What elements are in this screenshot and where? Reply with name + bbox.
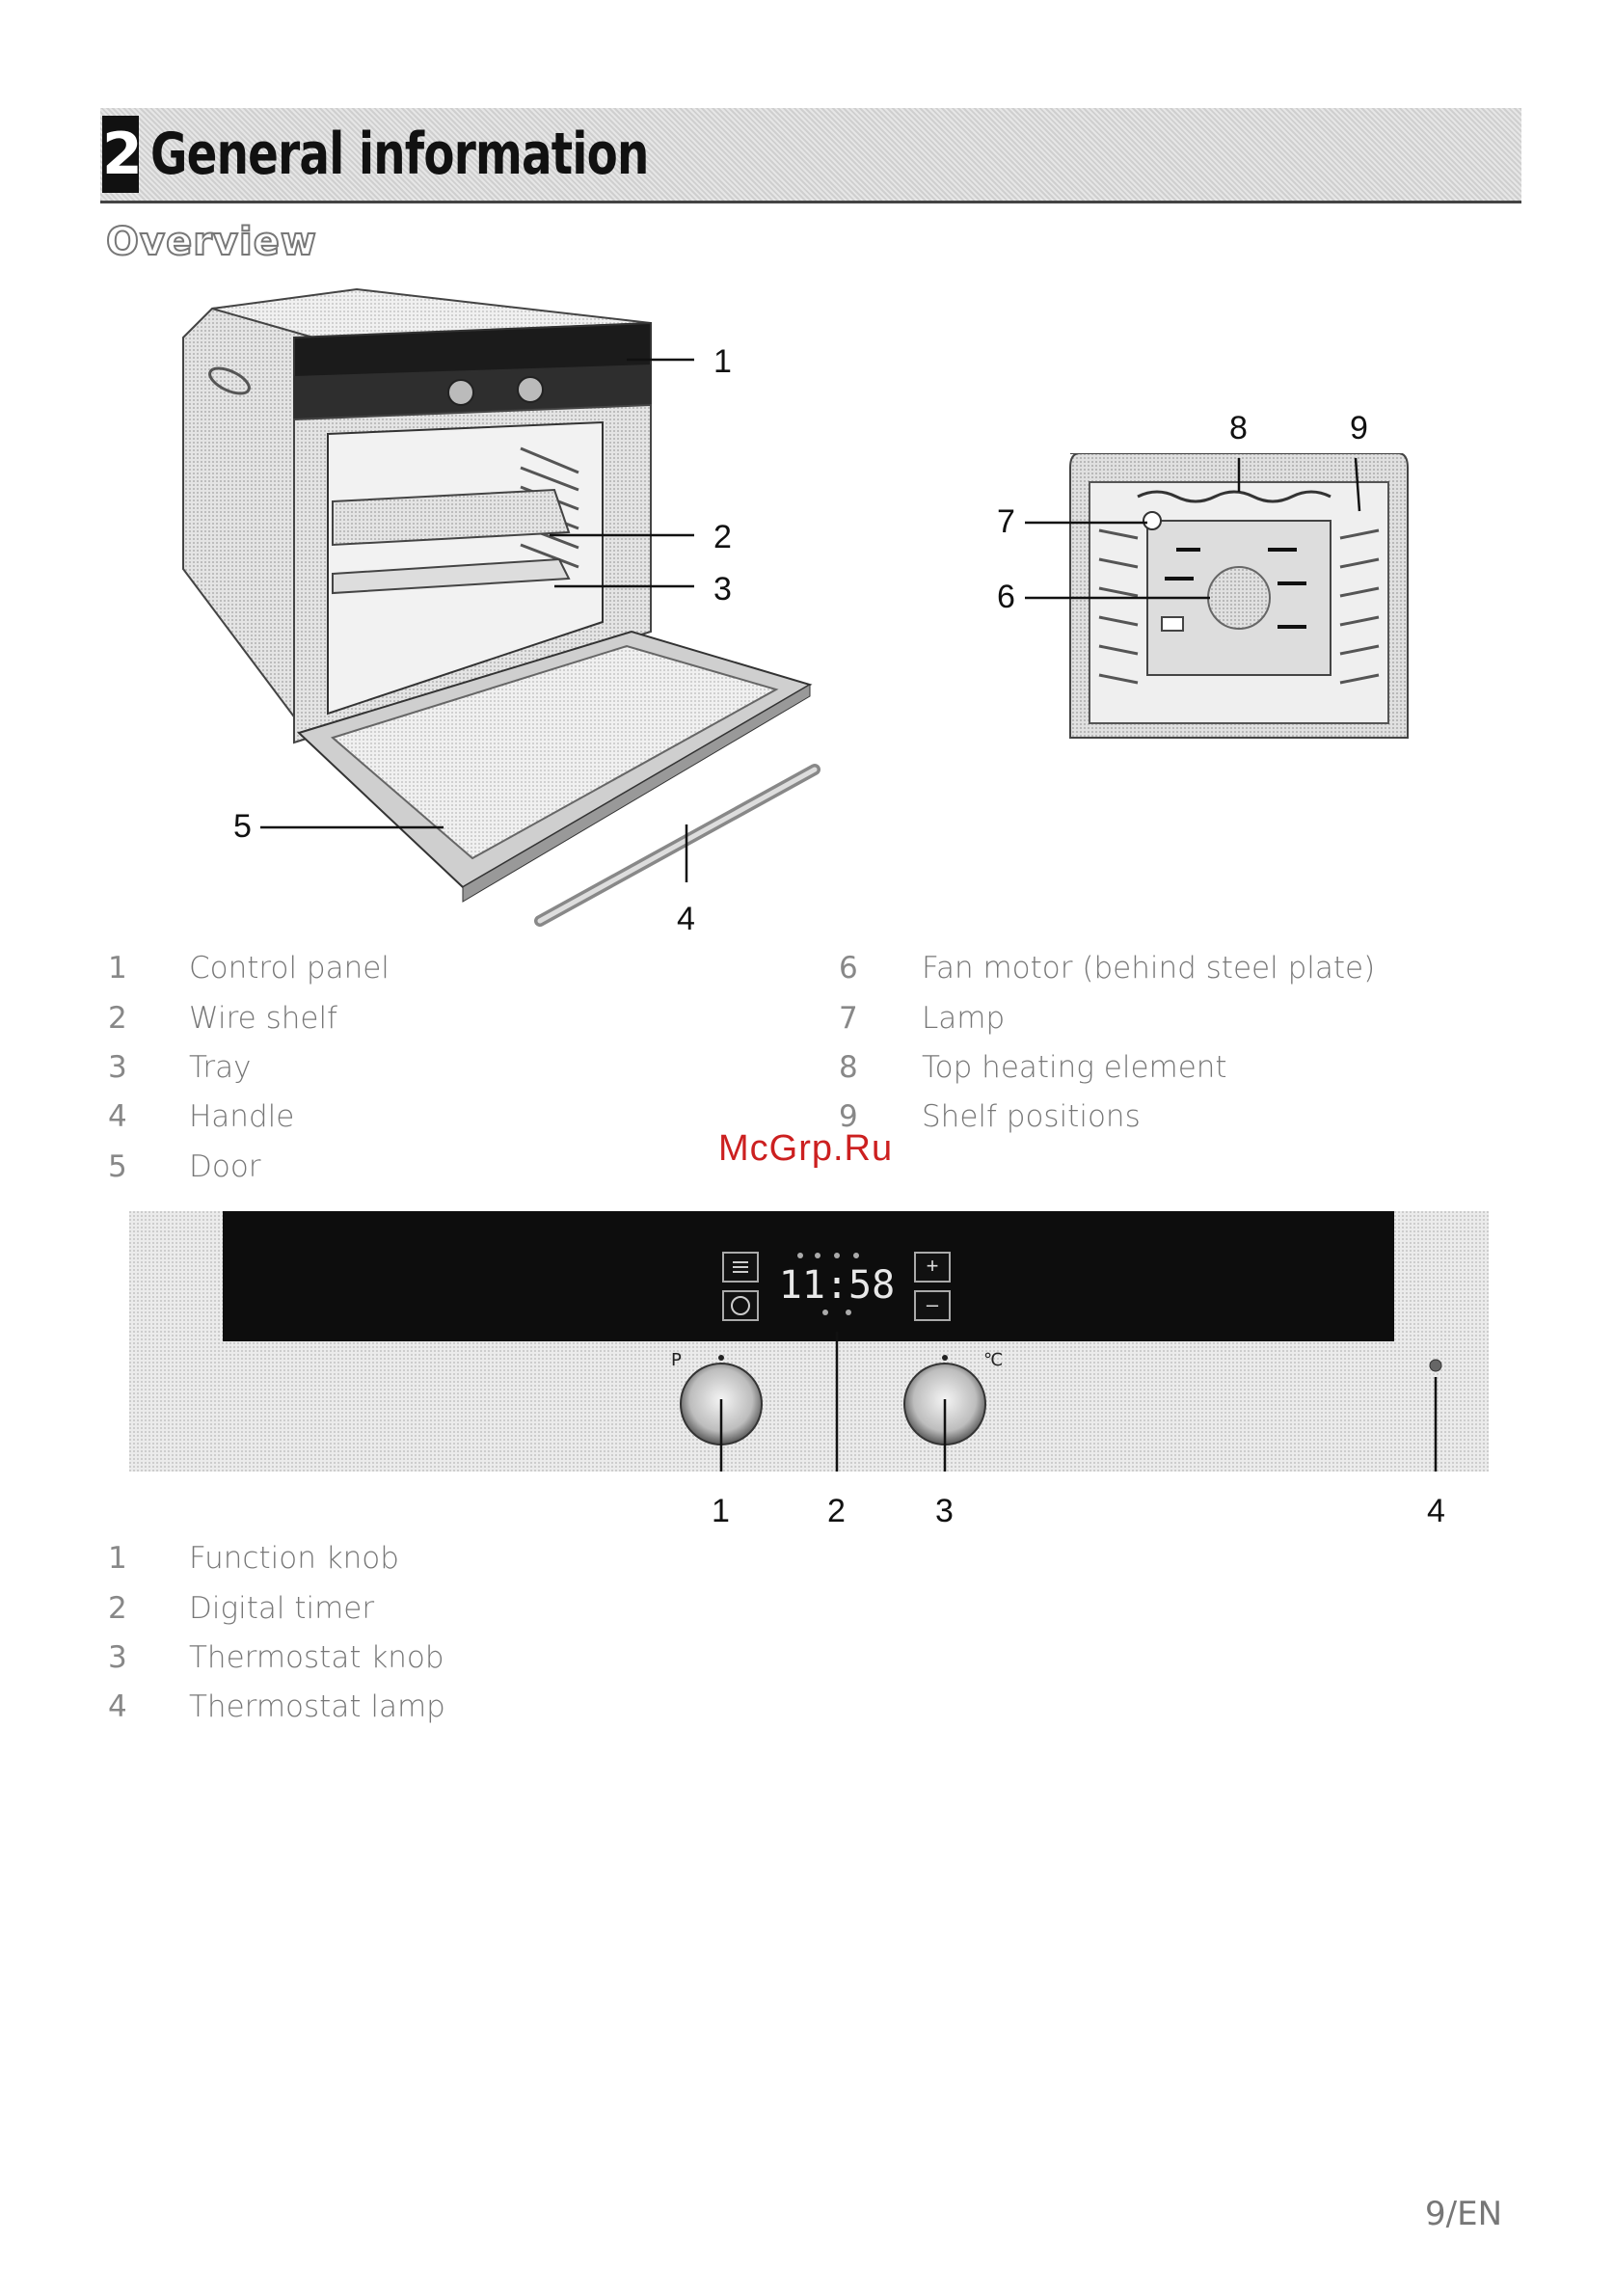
legend-num: 4 [108,1689,127,1724]
legend-num: 7 [839,1001,858,1036]
callout-3: 3 [713,571,732,608]
plus-button-label: + [927,1254,939,1278]
legend-num: 2 [108,1001,127,1036]
legend-label: Tray [189,1050,251,1085]
oven-illustration [174,280,868,935]
legend-num: 2 [108,1591,127,1626]
callout-5: 5 [233,808,252,846]
legend-num: 4 [108,1099,127,1134]
legend-num: 3 [108,1640,127,1675]
callout-2: 2 [713,519,732,556]
legend-label: Fan motor (behind steel plate) [922,951,1375,986]
panel-callout-3: 3 [935,1493,954,1530]
chapter-title: General information [150,114,649,195]
panel-callout-4: 4 [1427,1493,1445,1530]
legend-label: Door [189,1149,261,1184]
legend-label: Shelf positions [922,1099,1141,1134]
callout-9: 9 [1350,410,1368,447]
knob-left-label: P [671,1350,682,1370]
legend-label: Lamp [922,1001,1005,1036]
legend-label: Thermostat knob [189,1640,444,1675]
panel-callout-1: 1 [712,1493,730,1530]
knob-right-label: ℃ [983,1350,1003,1370]
callout-4: 4 [677,901,695,938]
legend-label: Digital timer [189,1591,374,1626]
timer-display: 11:58 [779,1263,895,1308]
chapter-number: 2 [102,116,139,193]
callout-7: 7 [997,503,1015,541]
legend-label: Top heating element [922,1050,1227,1085]
legend-num: 8 [839,1050,858,1085]
panel-callout-2: 2 [827,1493,846,1530]
callout-1: 1 [713,343,732,381]
control-panel-illustration: + – 11:58 P ℃ [129,1211,1489,1481]
section-title: Overview [106,220,317,264]
legend-num: 6 [839,951,858,986]
legend-num: 3 [108,1050,127,1085]
watermark: McGrp.Ru [718,1128,893,1170]
legend-num: 1 [108,951,127,986]
callout-6: 6 [997,579,1015,616]
callout-8: 8 [1229,410,1248,447]
legend-label: Handle [189,1099,294,1134]
minus-button-label: – [927,1292,939,1316]
page-number: 9/EN [1425,2195,1502,2233]
legend-label: Wire shelf [189,1001,337,1036]
legend-num: 1 [108,1541,127,1576]
legend-label: Function knob [189,1541,399,1576]
legend-num: 5 [108,1149,127,1184]
legend-label: Control panel [189,951,390,986]
legend-label: Thermostat lamp [189,1689,445,1724]
oven-cavity-illustration [1003,453,1417,743]
